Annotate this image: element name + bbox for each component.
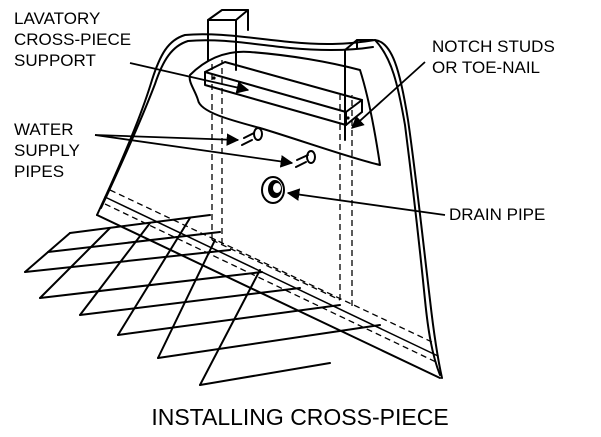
label-lavatory-cross-piece-support: LAVATORY CROSS-PIECE SUPPORT: [14, 9, 131, 70]
wall-cutaway: [96, 33, 443, 379]
floor-grid: [24, 214, 381, 386]
label-line: PIPES: [14, 162, 64, 181]
cross-piece: [204, 61, 363, 126]
label-line: SUPPORT: [14, 51, 96, 70]
label-line: WATER: [14, 120, 74, 139]
label-line: NOTCH STUDS: [432, 37, 555, 56]
water-supply-pipe-left: [241, 127, 263, 146]
cutaway-opening: [188, 50, 381, 166]
hidden-framing: [109, 60, 433, 343]
stud-left: [207, 9, 249, 71]
drain-pipe: [261, 176, 285, 204]
label-drain-pipe: DRAIN PIPE: [449, 205, 545, 224]
water-supply-pipe-right: [295, 150, 316, 168]
label-line: SUPPLY: [14, 141, 80, 160]
label-line: OR TOE-NAIL: [432, 58, 540, 77]
label-line: LAVATORY: [14, 9, 100, 28]
stud-right: [344, 39, 374, 141]
diagram-caption: INSTALLING CROSS-PIECE: [151, 404, 448, 430]
leader-lines: [94, 61, 446, 216]
label-line: CROSS-PIECE: [14, 30, 131, 49]
label-notch-studs: NOTCH STUDS OR TOE-NAIL: [432, 37, 555, 77]
label-water-supply-pipes: WATER SUPPLY PIPES: [14, 120, 80, 181]
